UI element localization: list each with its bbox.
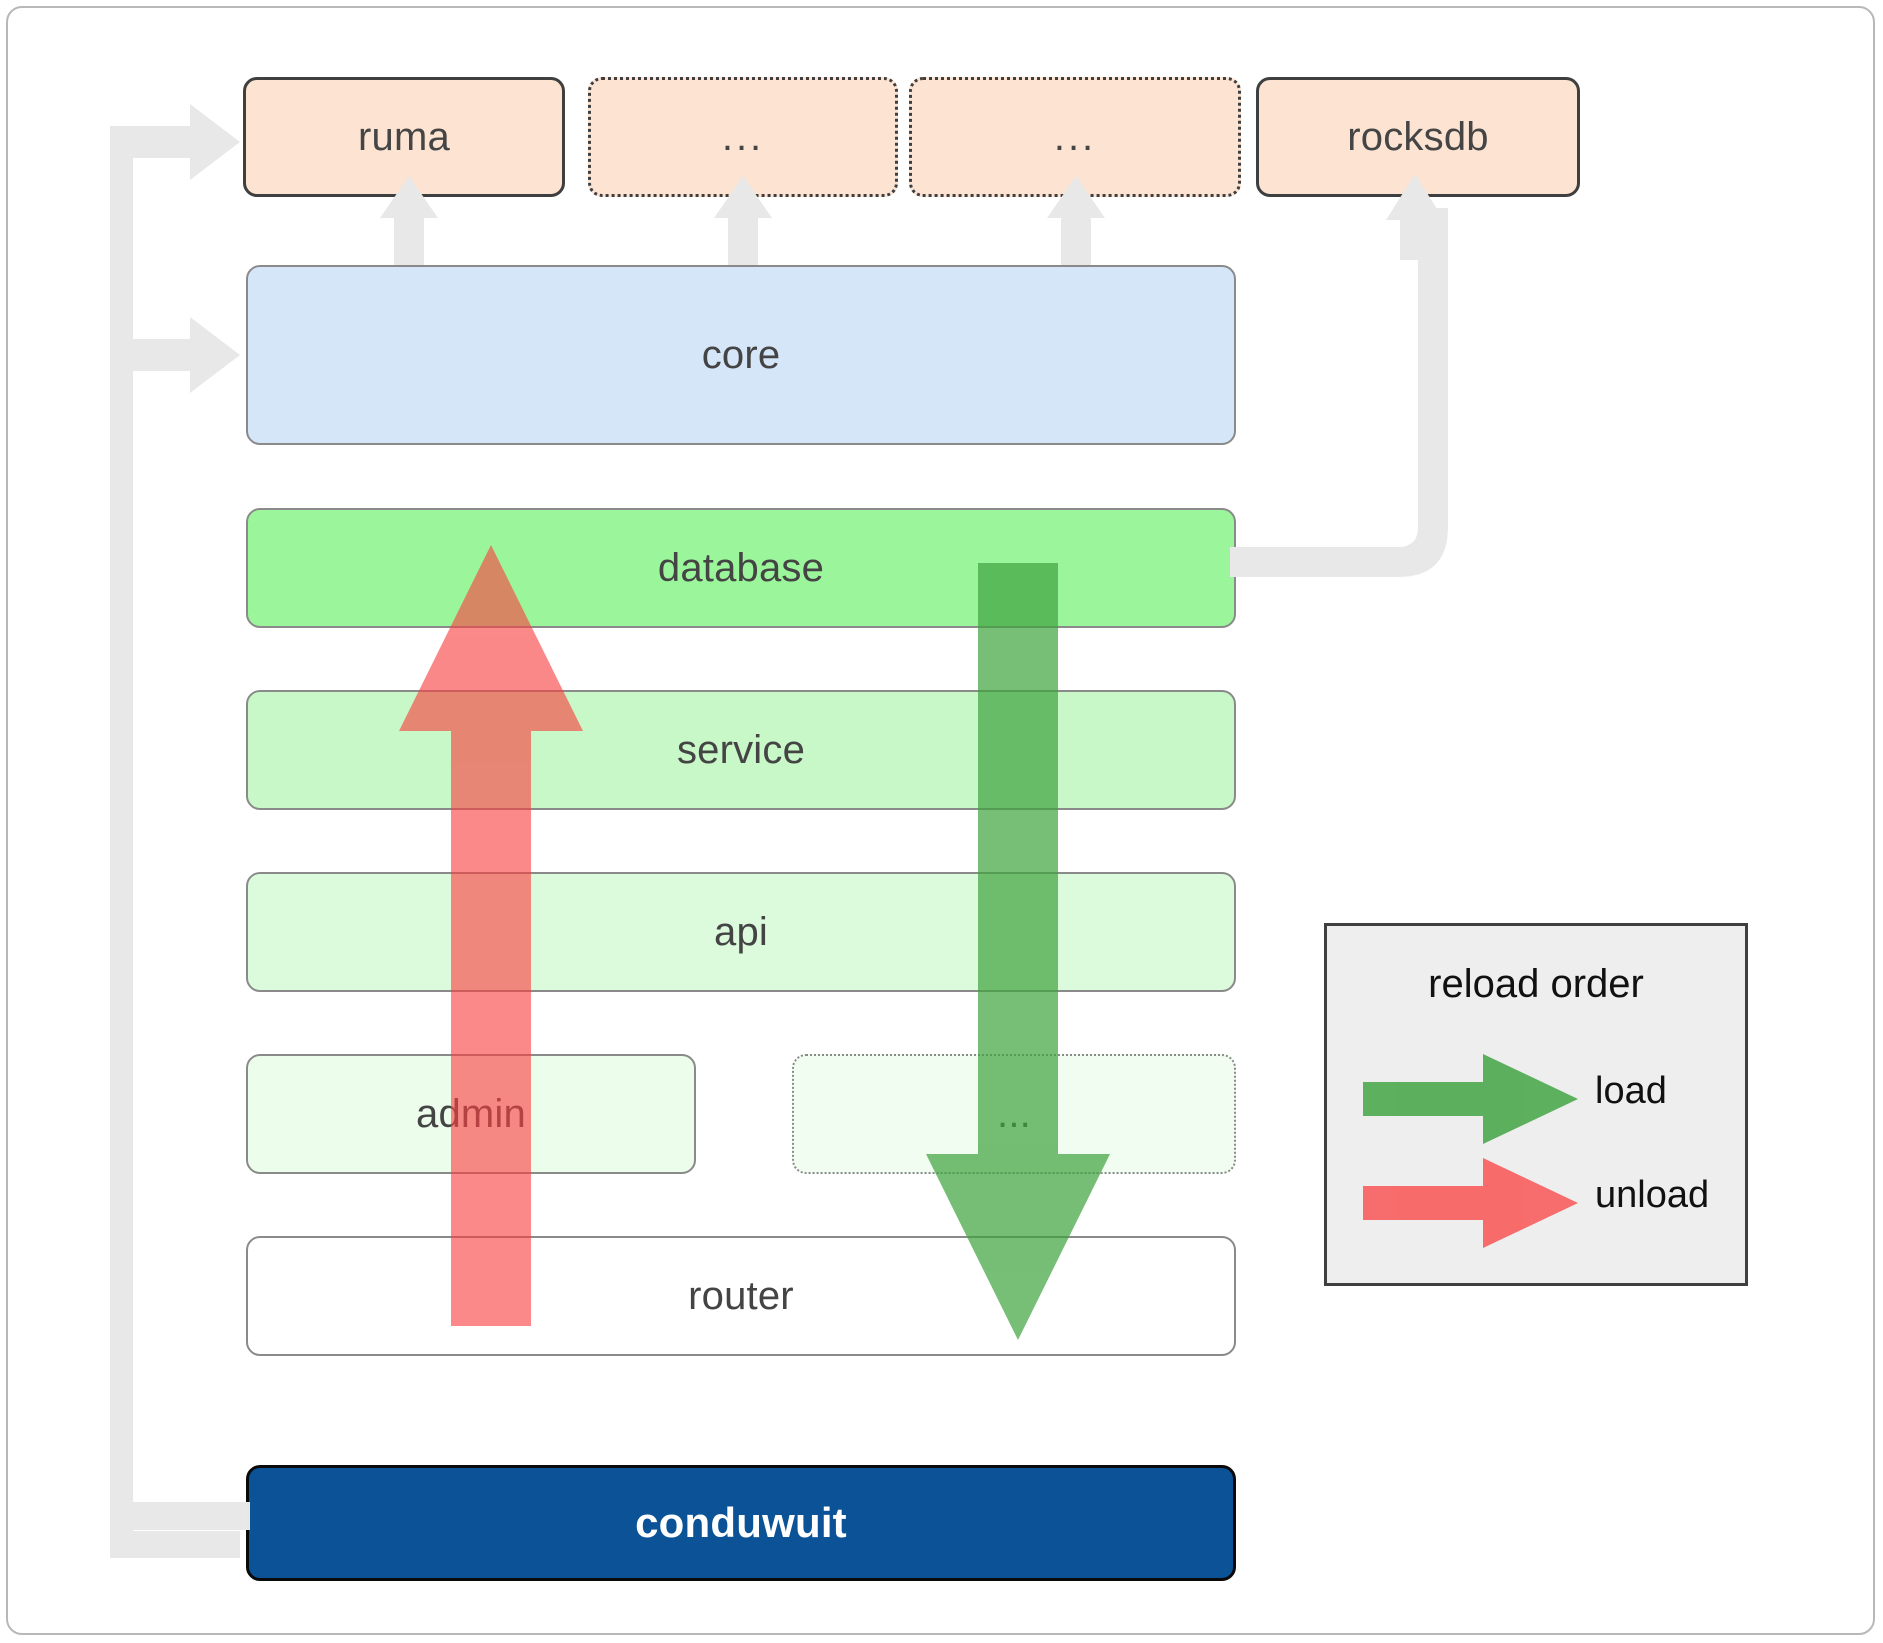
dependency-label-ruma: ruma [358,114,450,159]
legend-title: reload order [1428,962,1644,1006]
dependency-label-ellipsis-1: ... [721,114,765,159]
layer-box-api[interactable]: api [246,872,1236,992]
layer-label-service: service [676,727,806,772]
layer-box-service[interactable]: service [246,690,1236,810]
layer-box-database[interactable]: database [246,508,1236,628]
root-label-conduwuit: conduwuit [635,1499,847,1546]
dependency-box-ellipsis-1[interactable]: ... [588,77,898,197]
layer-label-core: core [701,332,781,377]
dependency-box-ellipsis-2[interactable]: ... [909,77,1241,197]
dependency-box-ruma[interactable]: ruma [243,77,565,197]
legend-label-unload: unload [1595,1174,1710,1216]
legend-unload-arrow-icon [1363,1158,1578,1248]
layer-label-ellipsis: ... [997,1091,1031,1136]
legend-row-unload: unload [1327,1158,1745,1248]
layer-label-api: api [714,909,768,954]
legend-load-arrow-icon [1363,1054,1578,1144]
layer-box-ellipsis[interactable]: ... [792,1054,1236,1174]
legend-panel: reload order load unload [1324,923,1748,1286]
dependency-box-rocksdb[interactable]: rocksdb [1256,77,1580,197]
dependency-label-rocksdb: rocksdb [1347,114,1489,159]
legend-row-load: load [1327,1054,1745,1144]
layer-label-router: router [688,1273,794,1318]
dependency-label-ellipsis-2: ... [1053,114,1097,159]
layer-box-core[interactable]: core [246,265,1236,445]
layer-box-admin[interactable]: admin [246,1054,696,1174]
legend-label-load: load [1595,1070,1667,1112]
root-box-conduwuit[interactable]: conduwuit [246,1465,1236,1581]
layer-box-router[interactable]: router [246,1236,1236,1356]
diagram-frame [6,6,1875,1635]
layer-label-admin: admin [416,1091,526,1136]
layer-label-database: database [657,545,825,590]
